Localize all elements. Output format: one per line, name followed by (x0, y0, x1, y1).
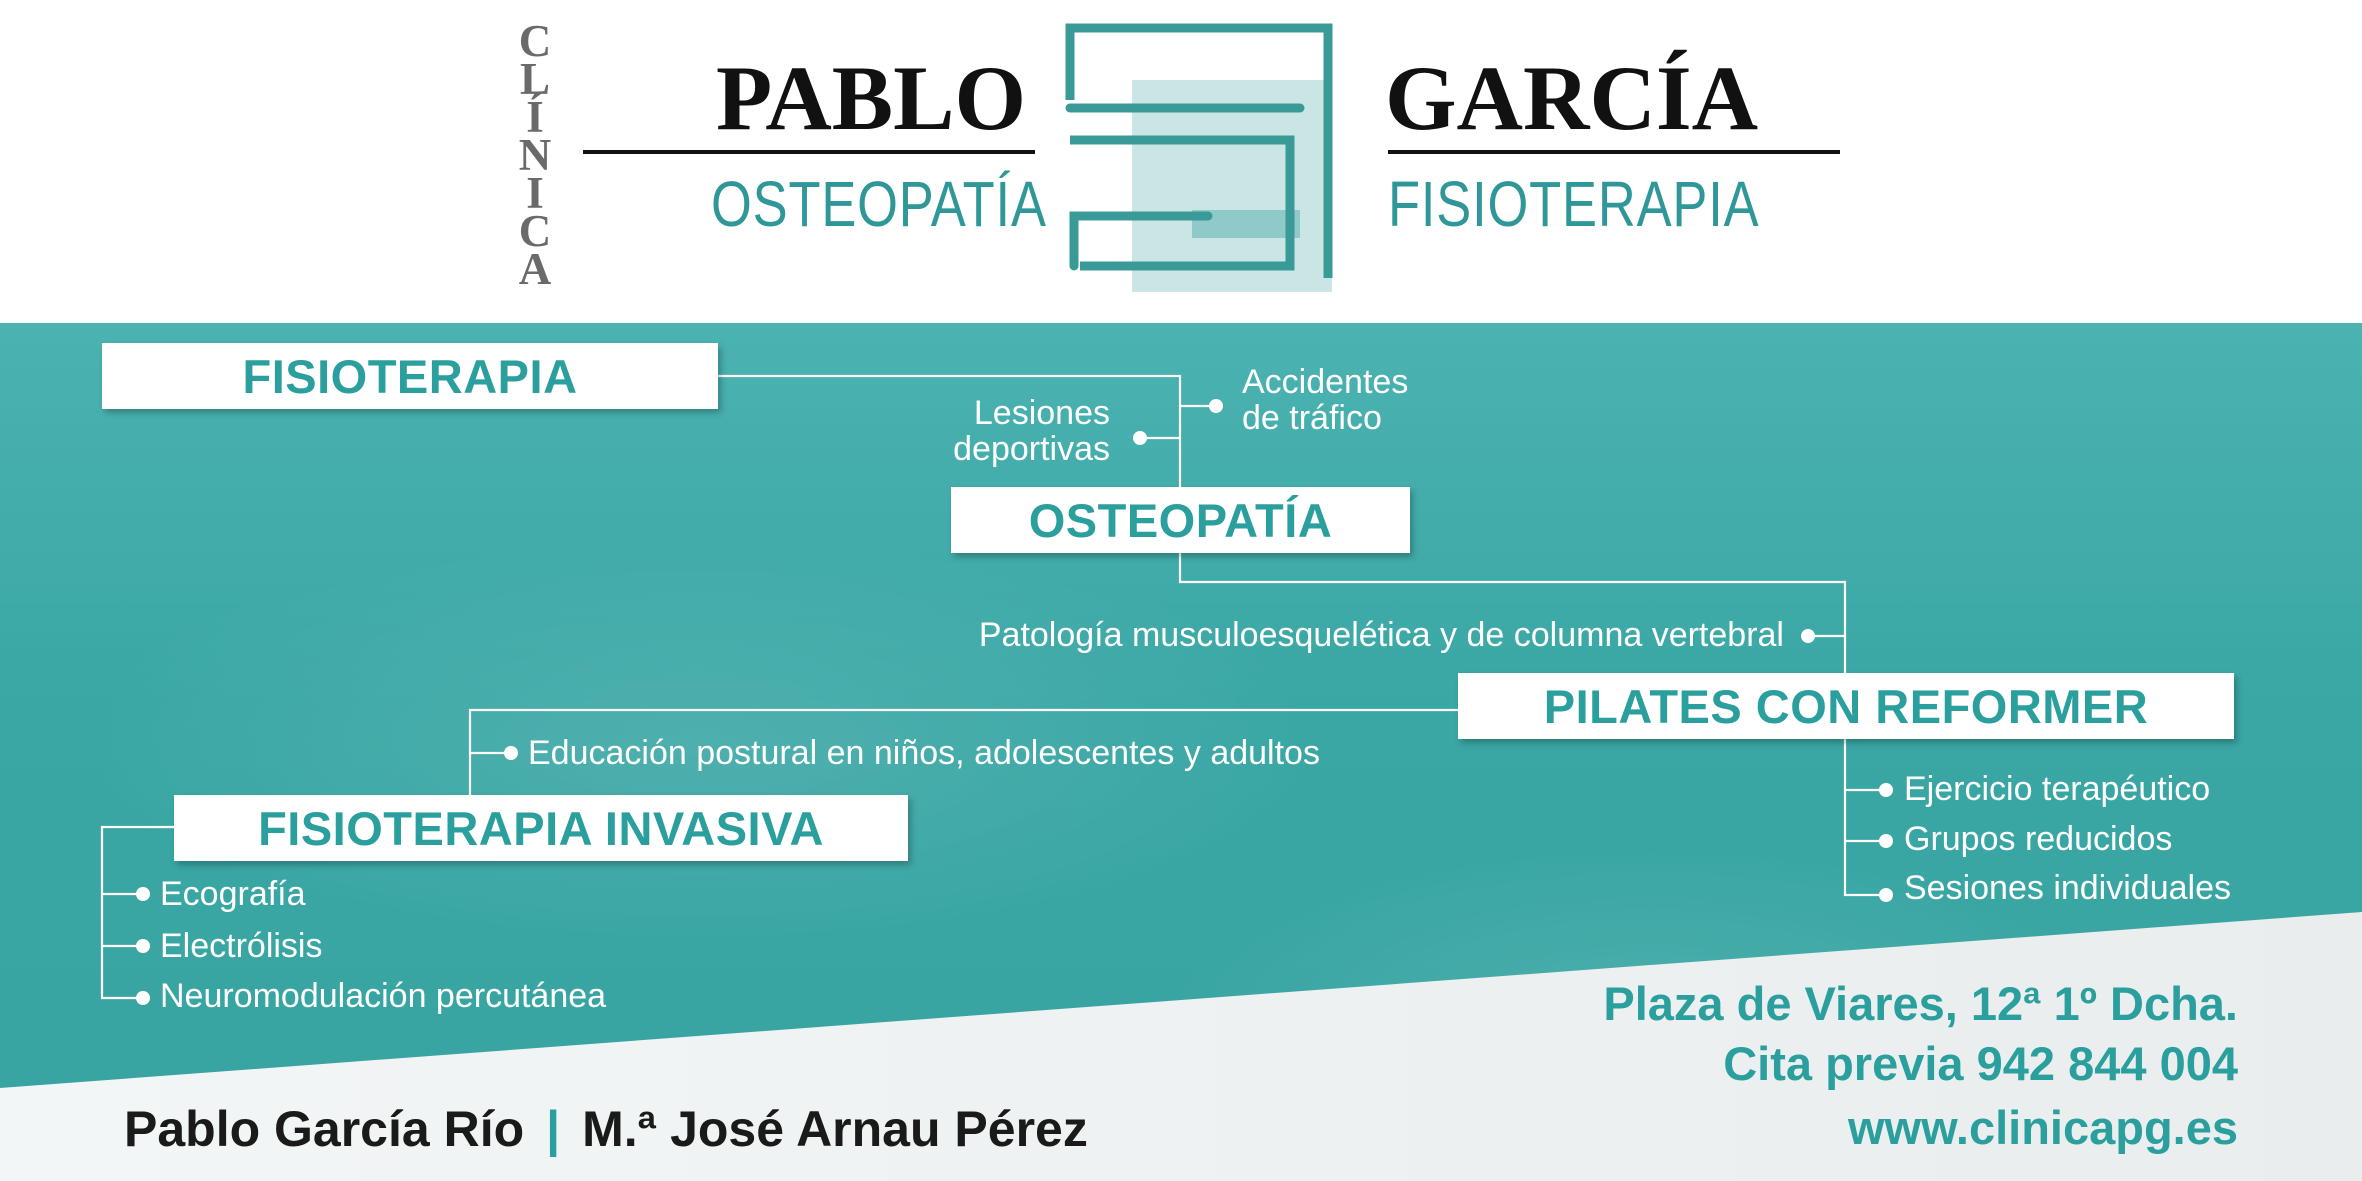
bullet-sesiones (1879, 888, 1893, 902)
bullet-patologia (1801, 629, 1815, 643)
item-accidentes-line2: de tráfico (1242, 399, 1382, 437)
bullet-ejercicio (1879, 783, 1893, 797)
item-electrolisis: Electrólisis (160, 927, 323, 965)
item-patologia: Patología musculoesquelética y de column… (978, 616, 1784, 654)
logo-last-name: GARCÍA (1385, 47, 1759, 149)
connector-osteo-pilates (1178, 552, 1847, 673)
bullet-ecografia (136, 887, 150, 901)
clinica-letter: A (518, 244, 552, 294)
professional-pablo: Pablo García Río (124, 1101, 525, 1157)
clinica-letter: N (518, 130, 552, 180)
item-ejercicio: Ejercicio terapéutico (1904, 770, 2211, 808)
right-rule (1388, 150, 1840, 154)
clinica-letter: Í (526, 92, 544, 142)
left-rule (583, 150, 1035, 154)
service-box-fisioterapia: FISIOTERAPIA (102, 343, 718, 409)
service-box-pilates: PILATES CON REFORMER (1458, 673, 2234, 739)
item-neuromodulacion: Neuromodulación percutánea (160, 977, 607, 1015)
clinica-letter: L (519, 54, 550, 104)
clinic-logo-mark (1065, 23, 1333, 292)
footer-background (0, 912, 2362, 1181)
service-box-invasiva: FISIOTERAPIA INVASIVA (174, 795, 908, 861)
logo-mark-line-2 (1070, 135, 1295, 271)
item-ecografia: Ecografía (160, 875, 306, 913)
services-connectors (100, 374, 1893, 1005)
contact-website[interactable]: www.clinicapg.es (1847, 1101, 2238, 1154)
professional-maria-jose: M.ª José Arnau Pérez (582, 1101, 1088, 1157)
item-accidentes-line1: Accidentes (1242, 363, 1409, 401)
connector-invasiva-list (100, 825, 175, 1000)
logo-mark-line-3 (1069, 211, 1213, 271)
logo-mark-outer-line (1065, 23, 1333, 278)
connector-fisio-osteo (718, 374, 1182, 487)
clinica-letter: C (518, 206, 552, 256)
item-educacion: Educación postural en niños, adolescente… (528, 734, 1320, 772)
connector-pilates-invasiva (468, 708, 1460, 795)
item-lesiones-line2: deportivas (953, 430, 1110, 468)
contact-phone: Cita previa 942 844 004 (1723, 1037, 2238, 1090)
service-box-osteopatia: OSTEOPATÍA (951, 487, 1410, 553)
logo-mark-square (1132, 80, 1332, 292)
bullet-educacion (504, 746, 518, 760)
clinica-letter: C (518, 16, 552, 66)
bullet-accidentes (1209, 399, 1223, 413)
logo-left-subtitle: OSTEOPATÍA (711, 168, 1047, 240)
item-lesiones-line1: Lesiones (973, 394, 1110, 432)
clinica-letter: I (526, 168, 544, 218)
logo-right-subtitle: FISIOTERAPIA (1388, 168, 1760, 240)
bullet-lesiones (1133, 431, 1147, 445)
bullet-electrolisis (136, 939, 150, 953)
contact-address: Plaza de Viares, 12ª 1º Dcha. (1603, 977, 2238, 1030)
logo-first-name: PABLO (716, 47, 1027, 149)
item-sesiones: Sesiones individuales (1904, 869, 2231, 907)
bullet-neuromodulacion (136, 991, 150, 1005)
professionals-line: Pablo García Río | M.ª José Arnau Pérez (124, 1100, 1088, 1158)
item-grupos: Grupos reducidos (1904, 820, 2173, 858)
professionals-separator: | (546, 1101, 561, 1157)
bullet-grupos (1879, 834, 1893, 848)
